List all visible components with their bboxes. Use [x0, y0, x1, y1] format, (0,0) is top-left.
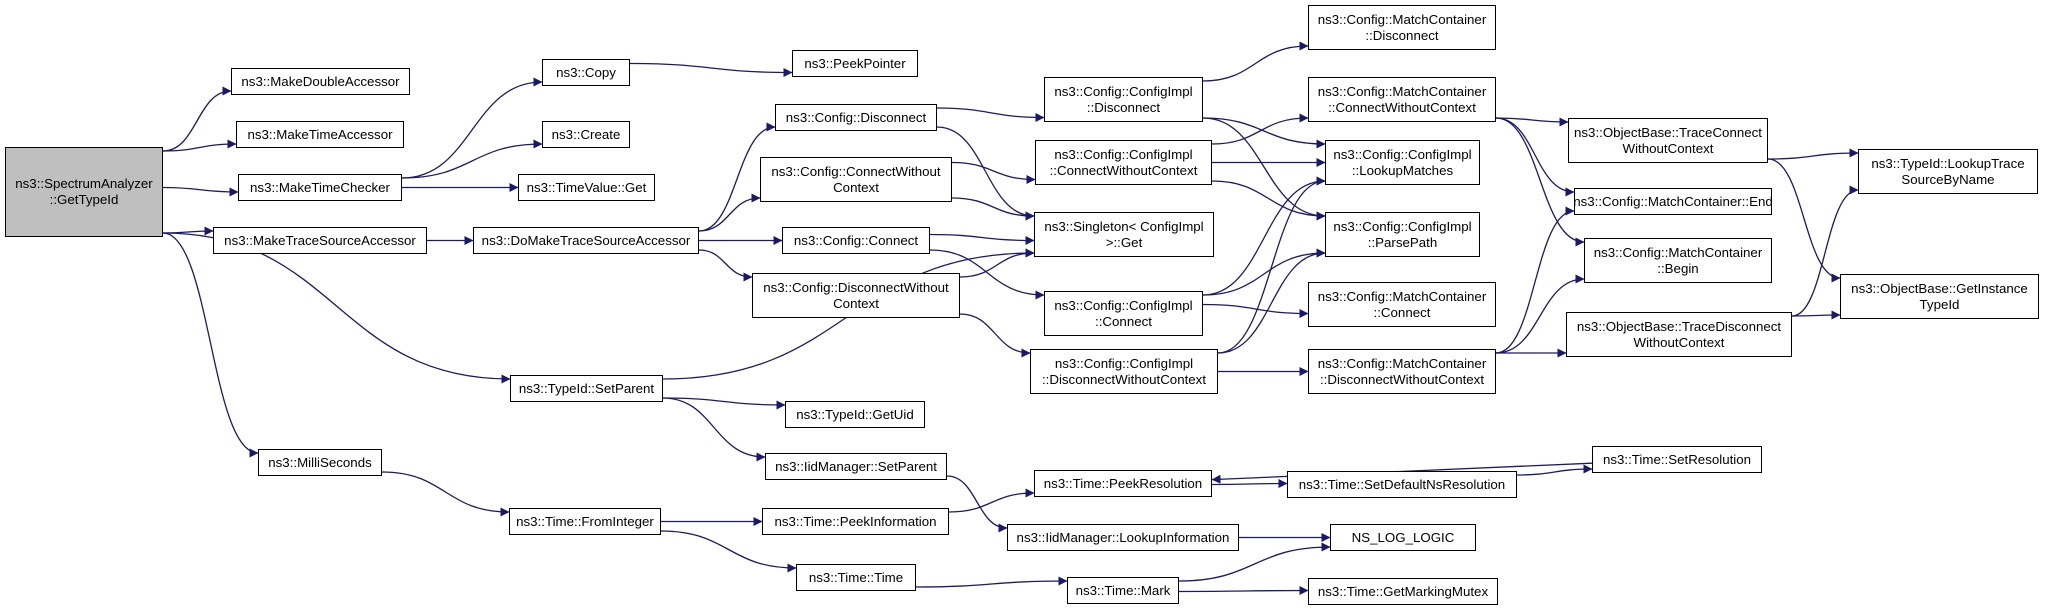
edge-tpr-to-tsdnr: [1211, 479, 1288, 489]
node-time-mark[interactable]: ns3::Time::Mark: [1067, 577, 1179, 604]
edge-cdisc-to-single: [936, 126, 1035, 221]
edge-sp-to-getuid: [662, 397, 786, 410]
node-configimpl-connect[interactable]: ns3::Config::ConfigImpl ::Connect: [1044, 291, 1203, 336]
edge-root-to-ms: [162, 232, 259, 458]
node-timevalue-get[interactable]: ns3::TimeValue::Get: [518, 174, 655, 201]
node-milliseconds[interactable]: ns3::MilliSeconds: [258, 449, 382, 476]
edge-obtcwc-to-tltsbn: [1767, 148, 1859, 160]
edge-mtc-to-create: [401, 139, 543, 179]
edge-ciconnwc-to-mcconnwc: [1211, 113, 1309, 145]
node-time-setdefaultnsresolution[interactable]: ns3::Time::SetDefaultNsResolution: [1287, 471, 1517, 498]
edge-ciconn-to-mcconn: [1202, 303, 1309, 318]
node-config-connect[interactable]: ns3::Config::Connect: [782, 227, 930, 254]
node-configimpl-disconnect-without-context[interactable]: ns3::Config::ConfigImpl ::DisconnectWith…: [1030, 349, 1218, 394]
node-matchcontainer-begin[interactable]: ns3::Config::MatchContainer ::Begin: [1584, 238, 1772, 283]
edge-ms-to-tfi: [381, 471, 510, 517]
edge-copy-to-peekptr: [629, 62, 793, 77]
node-time-setresolution[interactable]: ns3::Time::SetResolution: [1592, 446, 1762, 473]
node-singleton-configimpl-get[interactable]: ns3::Singleton< ConfigImpl >::Get: [1034, 212, 1214, 257]
node-matchcontainer-disconnect[interactable]: ns3::Config::MatchContainer ::Disconnect: [1308, 5, 1496, 50]
node-objectbase-traceconnect-without-context[interactable]: ns3::ObjectBase::TraceConnect WithoutCon…: [1568, 118, 1768, 163]
node-matchcontainer-disconnect-without-context[interactable]: ns3::Config::MatchContainer ::Disconnect…: [1308, 349, 1496, 394]
node-config-disconnect[interactable]: ns3::Config::Disconnect: [775, 104, 937, 131]
node-time-peekinformation[interactable]: ns3::Time::PeekInformation: [762, 508, 949, 535]
node-time-frominteger[interactable]: ns3::Time::FromInteger: [509, 508, 661, 535]
edge-obtdwc-to-tltsbn: [1791, 185, 1859, 317]
edge-tfi-to-ttime: [660, 530, 797, 573]
edge-obtdwc-to-obgit: [1791, 310, 1841, 320]
node-time-time[interactable]: ns3::Time::Time: [796, 564, 916, 591]
node-peek-pointer[interactable]: ns3::PeekPointer: [792, 50, 918, 77]
edge-mcdiscwc-to-mcbegin: [1495, 274, 1585, 354]
node-config-disconnect-without-context[interactable]: ns3::Config::DisconnectWithout Context: [752, 273, 960, 318]
edge-cidisc-to-pp: [1202, 117, 1326, 221]
node-iidmanager-setparent[interactable]: ns3::IidManager::SetParent: [765, 453, 947, 480]
node-copy[interactable]: ns3::Copy: [542, 59, 630, 86]
edge-cconnwc-to-ciconnwc: [951, 161, 1036, 184]
edge-mcdiscwc-to-mcend: [1495, 206, 1575, 354]
edge-mcconnwc-to-mcend: [1495, 117, 1575, 197]
node-make-trace-source-accessor[interactable]: ns3::MakeTraceSourceAccessor: [213, 227, 427, 254]
edge-cidiscwc-to-lm: [1217, 176, 1326, 354]
edge-ciconnwc-to-pp: [1211, 180, 1326, 221]
edge-root-to-mta: [162, 139, 237, 152]
node-typeid-setparent[interactable]: ns3::TypeId::SetParent: [510, 375, 663, 402]
edge-dmtsa-to-cdisc: [698, 122, 776, 232]
edge-cidiscwc-to-pp: [1217, 248, 1326, 354]
edge-root-to-mtc: [162, 186, 239, 197]
edge-mtc-to-copy: [401, 77, 543, 179]
node-objectbase-tracedisconnect-without-context[interactable]: ns3::ObjectBase::TraceDisconnect Without…: [1566, 312, 1792, 357]
edge-mcconnwc-to-mcbegin: [1495, 117, 1585, 247]
edge-cdiscwc-to-single: [959, 248, 1035, 278]
node-do-make-trace-source-accessor[interactable]: ns3::DoMakeTraceSourceAccessor: [473, 227, 699, 254]
node-config-connect-without-context[interactable]: ns3::Config::ConnectWithout Context: [760, 157, 952, 202]
node-matchcontainer-connect[interactable]: ns3::Config::MatchContainer ::Connect: [1308, 282, 1496, 327]
edge-cconn-to-ciconn: [929, 249, 1045, 300]
node-iidmanager-lookupinformation[interactable]: ns3::IidManager::LookupInformation: [1007, 524, 1239, 551]
edge-dmtsa-to-cdiscwc: [698, 249, 753, 282]
edge-ciconn-to-pp: [1202, 248, 1326, 296]
edge-root-to-sp: [162, 232, 511, 384]
node-configimpl-disconnect[interactable]: ns3::Config::ConfigImpl ::Disconnect: [1044, 77, 1203, 122]
edge-cconnwc-to-single: [951, 197, 1035, 221]
edge-tmark-to-nslog: [1178, 542, 1331, 582]
node-matchcontainer-connect-without-context[interactable]: ns3::Config::MatchContainer ::ConnectWit…: [1308, 77, 1496, 122]
edge-cidisc-to-lm: [1202, 117, 1326, 149]
node-time-getmarkingmutex[interactable]: ns3::Time::GetMarkingMutex: [1308, 578, 1498, 605]
node-typeid-getuid[interactable]: ns3::TypeId::GetUid: [785, 401, 925, 428]
node-spectrumanalyzer-gettypeid[interactable]: ns3::SpectrumAnalyzer ::GetTypeId: [5, 147, 163, 237]
node-make-double-accessor[interactable]: ns3::MakeDoubleAccessor: [231, 68, 410, 95]
edge-ciconn-to-lm: [1202, 176, 1326, 296]
edge-dmtsa-to-cconnwc: [698, 193, 761, 232]
edge-tpi-to-tpr: [948, 488, 1035, 513]
node-ns-log-logic[interactable]: NS_LOG_LOGIC: [1330, 524, 1476, 551]
node-make-time-accessor[interactable]: ns3::MakeTimeAccessor: [236, 121, 404, 148]
edge-cdiscwc-to-cidiscwc: [959, 313, 1031, 358]
edge-mcconnwc-to-obtcwc: [1495, 117, 1569, 127]
node-configimpl-parsepath[interactable]: ns3::Config::ConfigImpl ::ParsePath: [1325, 212, 1480, 257]
edge-sp-to-iidsp: [662, 397, 766, 462]
edge-tsdnr-to-tsr: [1516, 464, 1593, 476]
node-configimpl-connect-without-context[interactable]: ns3::Config::ConfigImpl ::ConnectWithout…: [1035, 140, 1212, 185]
edge-root-to-mda: [162, 86, 232, 152]
node-objectbase-getinstancetypeid[interactable]: ns3::ObjectBase::GetInstance TypeId: [1840, 274, 2039, 319]
edge-obtcwc-to-obgit: [1767, 158, 1841, 283]
edge-cidisc-to-mcdisc: [1202, 41, 1309, 82]
edge-ttime-to-tmark: [915, 576, 1068, 588]
node-time-peekresolution[interactable]: ns3::Time::PeekResolution: [1034, 470, 1212, 497]
node-typeid-lookuptracesourcebyname[interactable]: ns3::TypeId::LookupTrace SourceByName: [1858, 149, 2038, 194]
edge-cconn-to-single: [929, 233, 1035, 245]
node-create[interactable]: ns3::Create: [542, 121, 630, 148]
node-configimpl-lookupmatches[interactable]: ns3::Config::ConfigImpl ::LookupMatches: [1325, 140, 1480, 185]
node-matchcontainer-end[interactable]: ns3::Config::MatchContainer::End: [1573, 188, 1773, 215]
node-make-time-checker[interactable]: ns3::MakeTimeChecker: [238, 174, 402, 201]
edge-iidsp-to-iidli: [946, 475, 1008, 533]
edge-cdisc-to-cidisc: [936, 107, 1045, 122]
edge-tmark-to-tgmm: [1178, 586, 1309, 596]
